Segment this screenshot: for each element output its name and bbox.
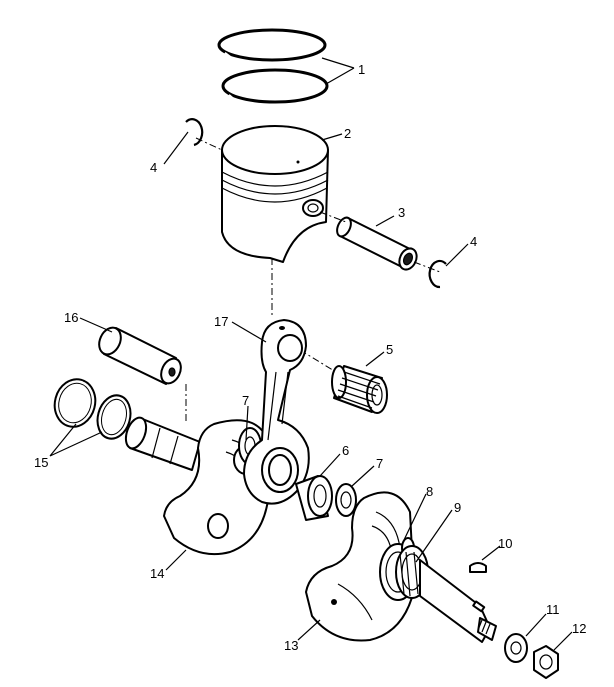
callout-1: 1	[358, 62, 365, 77]
big-end-needle-bearing	[295, 475, 333, 521]
circlip-left	[185, 118, 204, 147]
crank-pin	[98, 326, 182, 385]
callout-5: 5	[386, 342, 393, 357]
circlip-right	[428, 259, 447, 289]
callout-7-left: 7	[242, 393, 249, 408]
tapered-shaft	[419, 559, 497, 643]
callout-14: 14	[150, 566, 164, 581]
wrist-pin	[336, 216, 418, 271]
woodruff-key	[469, 562, 487, 573]
washer	[504, 633, 528, 663]
callout-12: 12	[572, 621, 586, 636]
callout-8: 8	[426, 484, 433, 499]
piston-rings	[217, 28, 329, 105]
small-end-needle-bearing	[331, 365, 388, 414]
leader-lines	[49, 57, 573, 651]
callout-10: 10	[498, 536, 512, 551]
callout-13: 13	[284, 638, 298, 653]
callout-6: 6	[342, 443, 349, 458]
callout-16: 16	[64, 310, 78, 325]
thrust-washer-right	[335, 483, 357, 517]
callout-11: 11	[546, 602, 560, 617]
callout-4-right: 4	[470, 234, 477, 249]
shims	[53, 378, 132, 440]
callout-15: 15	[34, 455, 48, 470]
callout-17: 17	[214, 314, 228, 329]
connecting-rod	[243, 319, 310, 505]
piston	[221, 125, 329, 263]
callout-4-left: 4	[150, 160, 157, 175]
callout-3: 3	[398, 205, 405, 220]
callout-9: 9	[454, 500, 461, 515]
callout-numbers: 1 2 3 4 4 5 6 7 7 8 9 10 11 12 13 14 15 …	[34, 62, 586, 653]
callout-2: 2	[344, 126, 351, 141]
callout-7-right: 7	[376, 456, 383, 471]
nut	[533, 645, 559, 679]
